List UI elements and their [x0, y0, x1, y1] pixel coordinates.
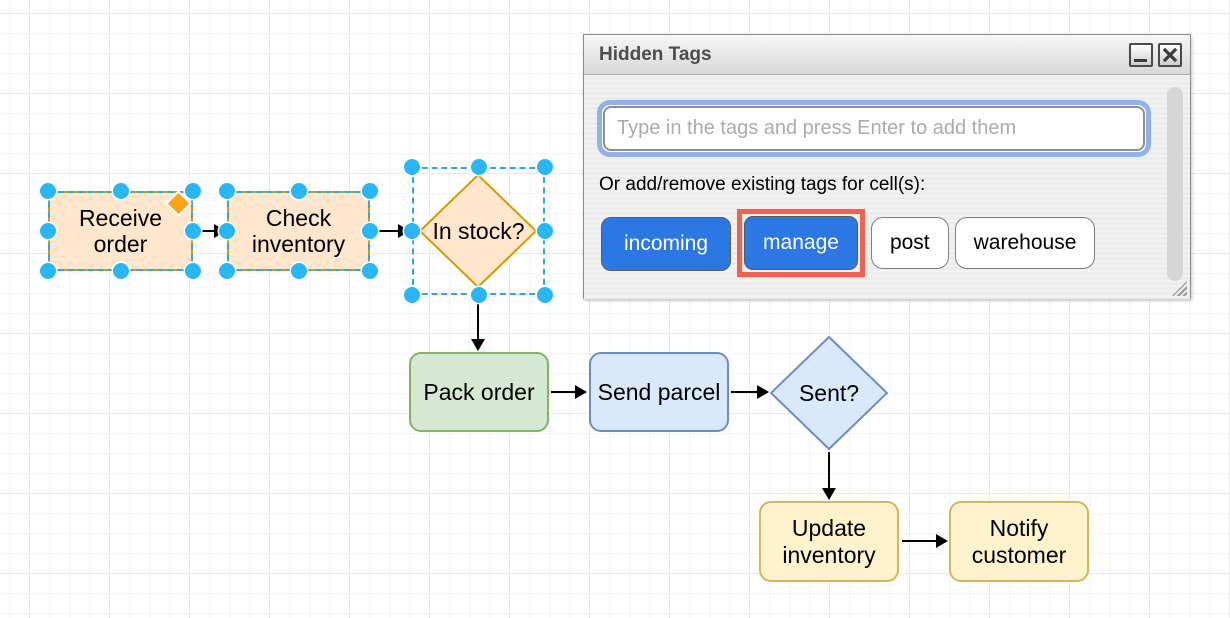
selection-handle[interactable]: [404, 159, 420, 175]
selection-handle[interactable]: [185, 223, 201, 239]
tag-label: warehouse: [973, 231, 1077, 254]
selection-handle[interactable]: [185, 183, 201, 199]
tag-button-warehouse[interactable]: warehouse: [954, 217, 1096, 269]
minimize-icon: [1134, 58, 1147, 62]
edge-update-to-notify[interactable]: [902, 534, 948, 548]
hidden-tags-dialog: Hidden Tags Or add/remove existing tags …: [583, 34, 1191, 299]
selection-handle[interactable]: [470, 287, 487, 303]
arrowhead-icon: [757, 385, 769, 399]
selection-handle[interactable]: [290, 183, 307, 199]
diamond-shape: [418, 173, 538, 289]
selection-handle[interactable]: [40, 223, 56, 239]
node-label: Update inventory: [782, 515, 876, 568]
tag-button-incoming[interactable]: incoming: [601, 217, 732, 271]
instruction-label: Or add/remove existing tags for cell(s):: [599, 174, 926, 195]
close-icon: [1162, 47, 1178, 62]
node-in-stock[interactable]: In stock?: [404, 159, 553, 303]
selection-handle[interactable]: [470, 159, 487, 175]
close-button[interactable]: [1158, 42, 1182, 67]
selection-handle[interactable]: [40, 263, 56, 279]
selection-handle[interactable]: [112, 263, 129, 279]
node-label: Send parcel: [597, 378, 721, 405]
arrowhead-icon: [471, 339, 485, 351]
edge-instock-to-pack[interactable]: [471, 298, 485, 351]
selection-handle[interactable]: [290, 263, 307, 279]
dialog-titlebar[interactable]: Hidden Tags: [584, 35, 1190, 75]
node-notify-customer[interactable]: Notify customer: [949, 501, 1089, 582]
diamond-shape: [769, 335, 889, 451]
node-update-inventory[interactable]: Update inventory: [759, 501, 899, 582]
tag-highlight-outline: manage: [737, 209, 865, 277]
selection-handle[interactable]: [404, 287, 420, 303]
tag-button-manage[interactable]: manage: [744, 216, 858, 270]
selection-handle[interactable]: [219, 263, 235, 279]
tag-label: post: [889, 231, 930, 254]
node-sent[interactable]: Sent?: [769, 335, 889, 451]
arrowhead-icon: [575, 385, 587, 399]
tag-label: incoming: [624, 232, 709, 255]
selection-handle[interactable]: [362, 263, 378, 279]
selection-handle[interactable]: [362, 223, 378, 239]
tag-input-ring: [597, 100, 1151, 157]
selection-handle[interactable]: [537, 287, 553, 303]
dialog-body: Or add/remove existing tags for cell(s):…: [584, 75, 1190, 299]
node-send-parcel[interactable]: Send parcel: [589, 352, 729, 432]
tag-input[interactable]: [603, 106, 1145, 151]
minimize-button[interactable]: [1129, 42, 1153, 67]
node-label: Notify customer: [971, 515, 1067, 568]
selection-handle[interactable]: [185, 263, 201, 279]
selection-handle[interactable]: [537, 159, 553, 175]
selection-handle[interactable]: [537, 223, 553, 239]
edge-pack-to-send[interactable]: [551, 385, 587, 399]
edge-sent-to-update[interactable]: [822, 452, 836, 500]
selection-handle[interactable]: [219, 183, 235, 199]
node-label: Pack order: [423, 378, 535, 405]
tag-button-post[interactable]: post: [870, 217, 949, 269]
selection-handle[interactable]: [40, 183, 56, 199]
node-label: Receive order: [78, 204, 163, 257]
arrowhead-icon: [822, 488, 836, 500]
resize-grip-icon[interactable]: [1172, 281, 1187, 296]
arrowhead-icon: [936, 534, 948, 548]
scrollbar-thumb[interactable]: [1167, 87, 1183, 281]
selection-handle[interactable]: [404, 223, 420, 239]
node-check-inventory[interactable]: Check inventory: [219, 183, 378, 279]
selection-handle[interactable]: [219, 223, 235, 239]
tag-label: manage: [763, 231, 839, 254]
selection-handle[interactable]: [112, 183, 129, 199]
node-pack-order[interactable]: Pack order: [409, 352, 549, 432]
tag-button-row: incoming manage post warehouse: [601, 209, 1096, 277]
node-label: Check inventory: [251, 204, 346, 257]
dialog-title: Hidden Tags: [599, 43, 712, 65]
selection-handle[interactable]: [362, 183, 378, 199]
node-receive-order[interactable]: Receive order: [40, 183, 201, 279]
edge-send-to-sent[interactable]: [731, 385, 769, 399]
